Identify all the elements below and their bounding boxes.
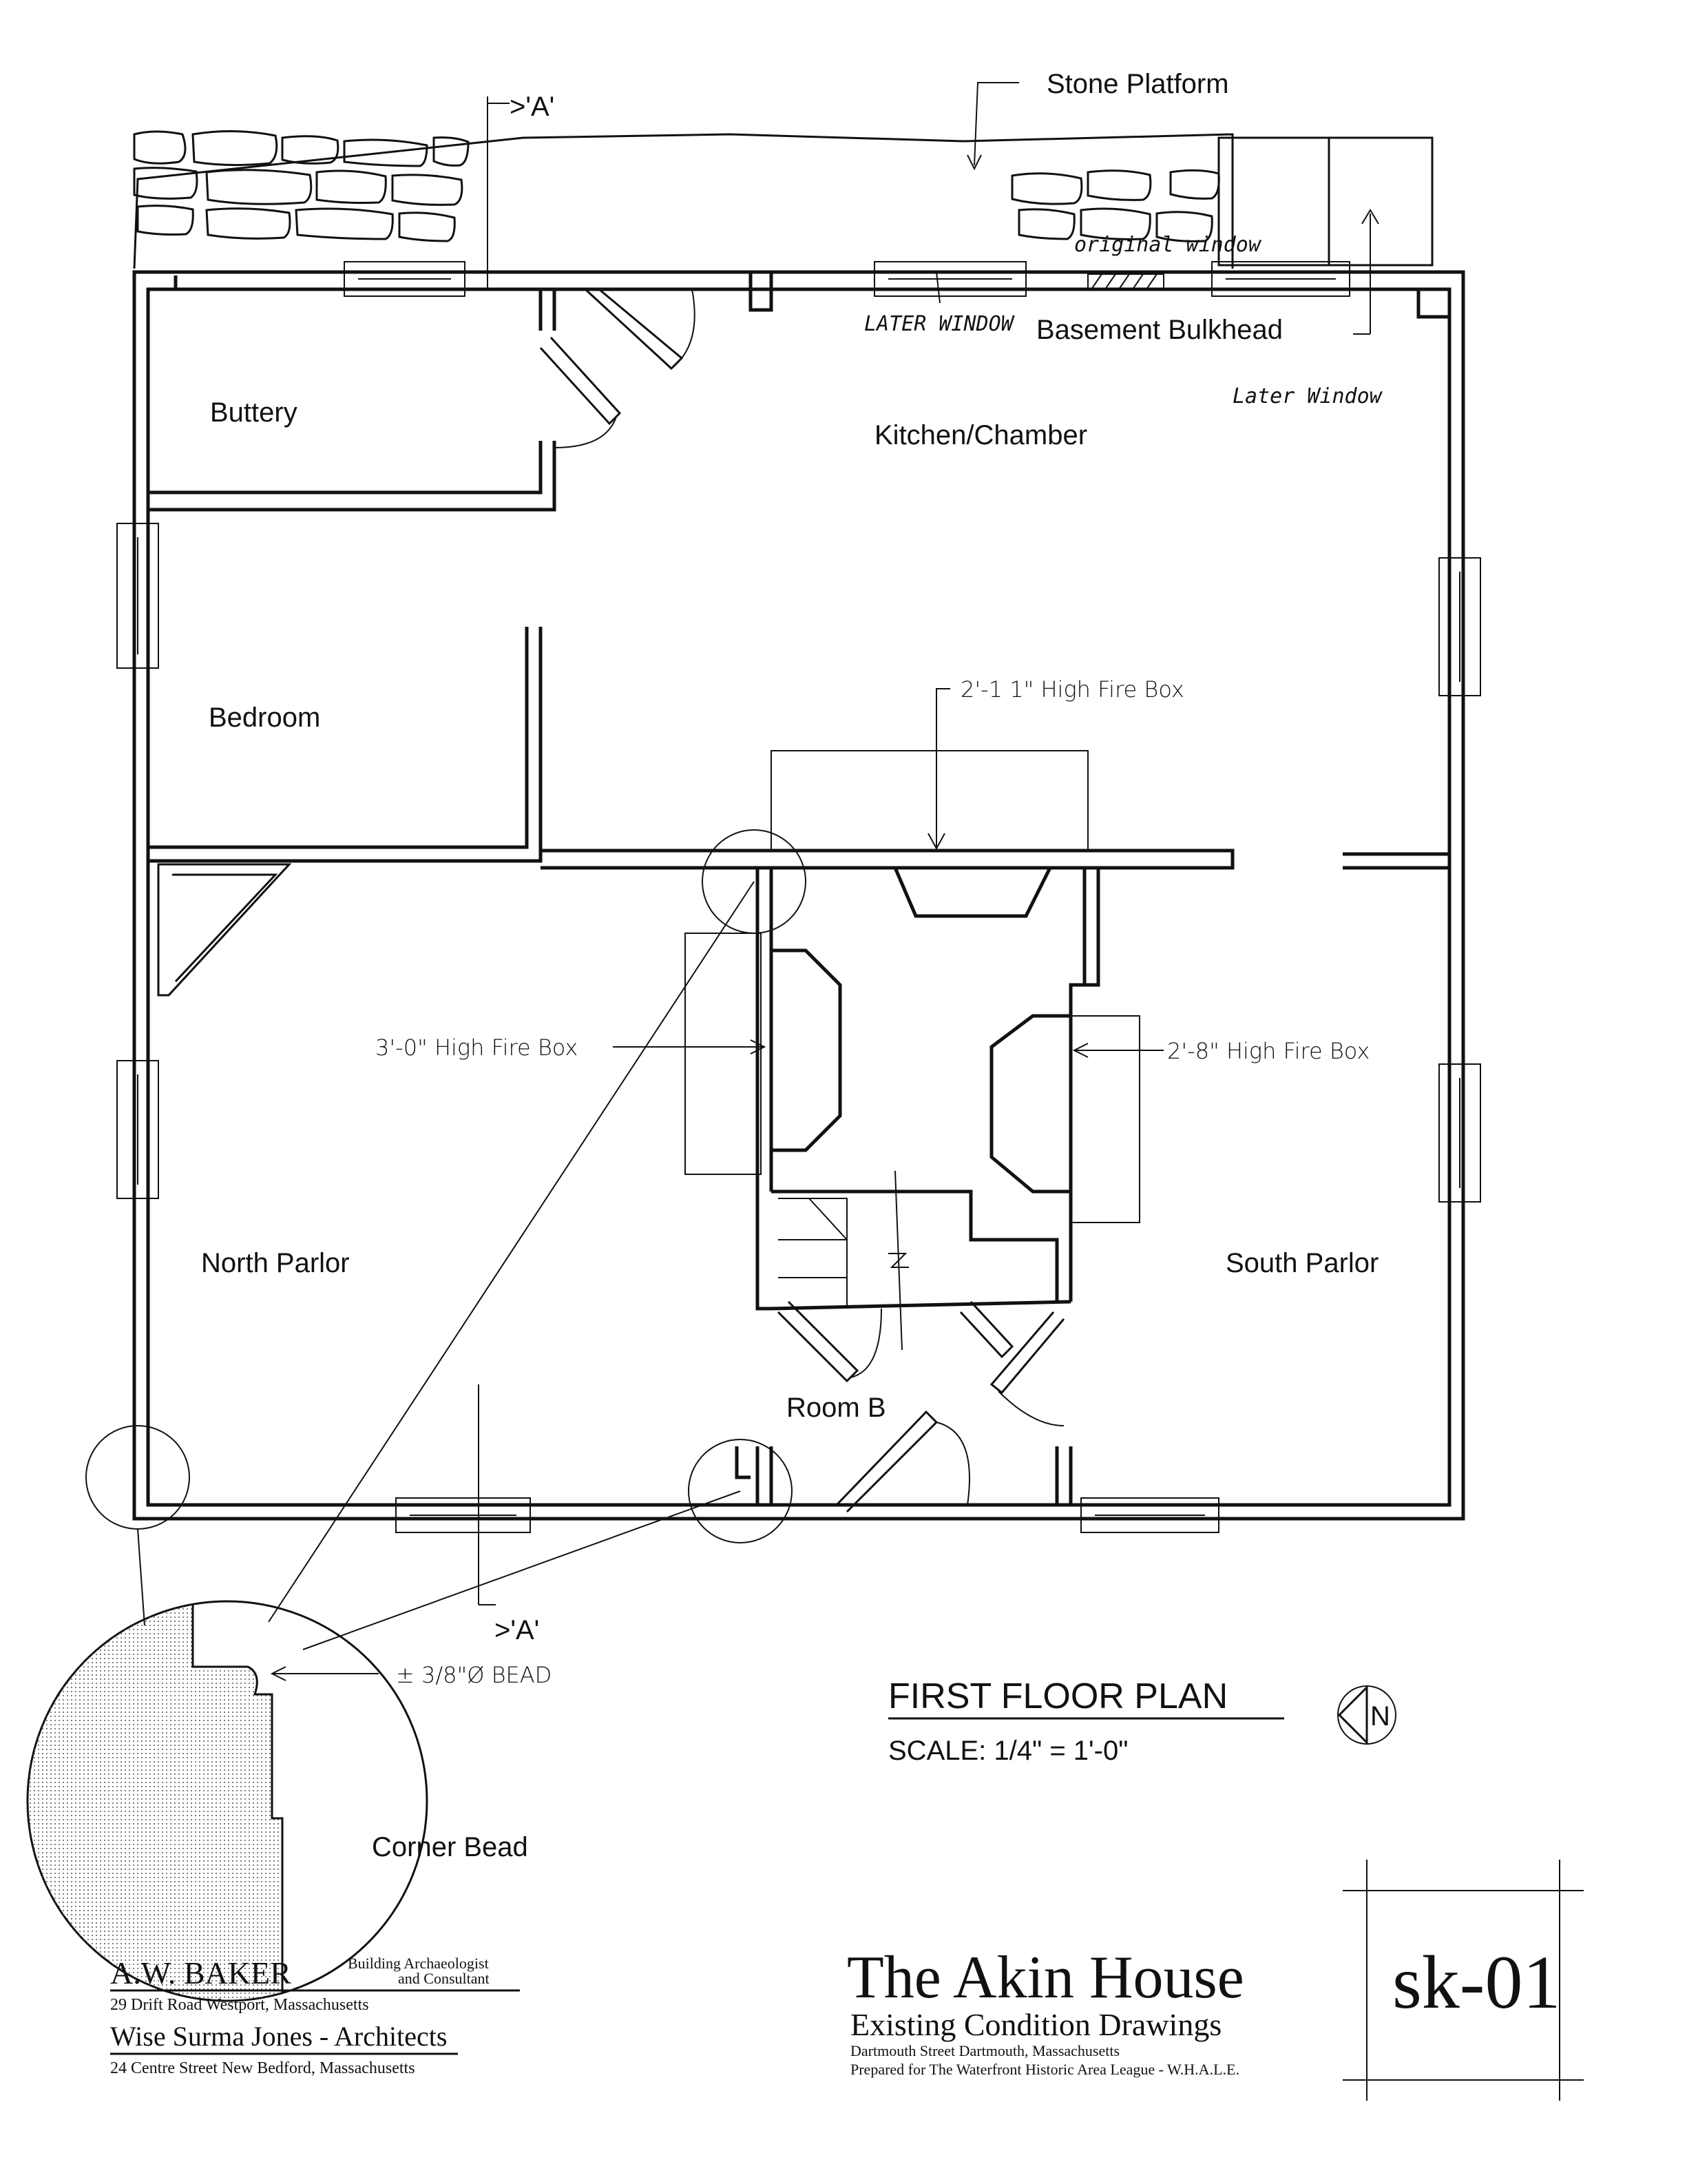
doors [539, 288, 1065, 1513]
firebox-leaders [613, 271, 1164, 1058]
plan-title: FIRST FLOOR PLAN [888, 1676, 1228, 1716]
north-parlor-label: North Parlor [201, 1248, 350, 1278]
project-address: Dartmouth Street Dartmouth, Massachusett… [850, 2042, 1120, 2059]
north-arrow-icon: N [1337, 1685, 1396, 1745]
corner-bead-detail [26, 1600, 428, 2002]
stone-platform [133, 129, 1434, 335]
original-window-hatch [1087, 273, 1164, 290]
detail-callouts [85, 82, 1019, 1650]
fire-box-kitchen-label: 2'-1 1" High Fire Box [961, 676, 1184, 703]
room-b-label: Room B [786, 1393, 886, 1423]
plan-scale: SCALE: 1/4" = 1'-0" [888, 1736, 1128, 1766]
bedroom-label: Bedroom [209, 703, 320, 733]
fireplaces [684, 750, 1140, 1223]
kitchen-chamber-label: Kitchen/Chamber [874, 420, 1087, 450]
fire-box-south-label: 2'-8" High Fire Box [1167, 1038, 1370, 1064]
stone-platform-label: Stone Platform [1047, 69, 1229, 99]
basement-bulkhead-label: Basement Bulkhead [1036, 315, 1283, 345]
buttery-label: Buttery [210, 397, 297, 428]
section-marker-bottom: >'A' [494, 1615, 539, 1645]
plan-title-block: FIRST FLOOR PLAN SCALE: 1/4" = 1'-0" [888, 1676, 1284, 1766]
north-arrow-letter: N [1370, 1701, 1390, 1731]
firm2-name: Wise Surma Jones - Architects [110, 2021, 447, 2052]
project-name: The Akin House [847, 1944, 1244, 2011]
sheet-number: sk-01 [1392, 1940, 1560, 2024]
bead-note-label: ± 3/8"Ø BEAD [396, 1662, 552, 1688]
staircase [778, 1170, 909, 1351]
south-parlor-label: South Parlor [1226, 1248, 1379, 1278]
firm1-address: 29 Drift Road Westport, Massachusetts [110, 1996, 369, 2014]
later-window-label-2: Later Window [1233, 384, 1383, 408]
firm2-address: 24 Centre Street New Bedford, Massachuse… [110, 2059, 415, 2077]
firm1-role-line2: and Consultant [398, 1970, 490, 1987]
later-window-label-1: LATER WINDOW [864, 312, 1016, 336]
firm1-name: A.W. BAKER [110, 1955, 291, 1990]
interior-walls [148, 272, 1449, 1505]
room-labels: Stone Platform >'A' original window LATE… [201, 69, 1383, 1862]
prepared-for: Prepared for The Waterfront Historic Are… [850, 2061, 1239, 2078]
windows [116, 261, 1481, 1533]
original-window-label: original window [1074, 233, 1262, 257]
section-marker-top: >'A' [510, 92, 554, 122]
exterior-walls [132, 270, 1465, 1521]
firm1-role-line1: Building Archaeologist [348, 1955, 489, 1972]
title-block: A.W. BAKER Building Archaeologist and Co… [110, 1860, 1584, 2101]
corner-bead-label: Corner Bead [372, 1832, 528, 1862]
corner-closet [157, 863, 292, 997]
fire-box-north-label: 3'-0" High Fire Box [375, 1034, 578, 1061]
project-subtitle: Existing Condition Drawings [850, 2007, 1222, 2042]
